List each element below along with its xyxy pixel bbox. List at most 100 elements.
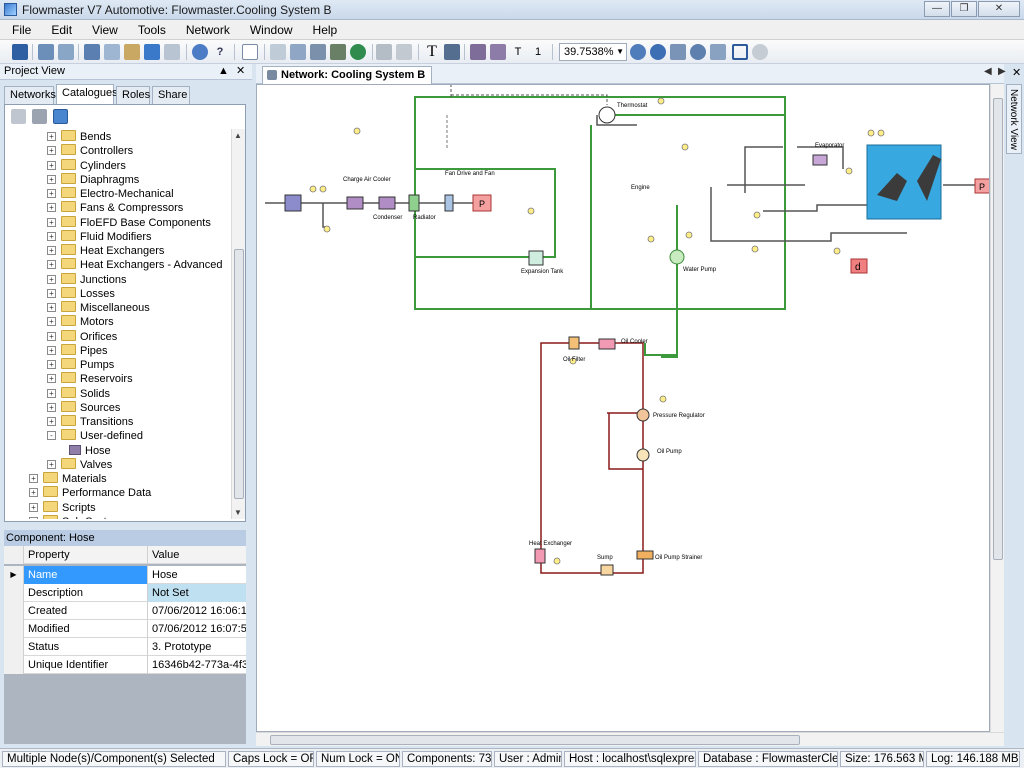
property-row[interactable]: ▶ Name Hose: [4, 566, 246, 584]
expand-icon[interactable]: +: [47, 303, 56, 312]
zoom-level-select[interactable]: 39.7538% ▼: [559, 43, 627, 61]
tree-item[interactable]: +Diaphragms: [47, 173, 139, 187]
undo-icon[interactable]: [144, 44, 160, 60]
property-value[interactable]: Not Set: [148, 584, 246, 602]
grid-icon[interactable]: [270, 44, 286, 60]
tree-item[interactable]: +Fans & Compressors: [47, 201, 183, 215]
collapse-icon[interactable]: -: [47, 431, 56, 440]
menu-file[interactable]: File: [0, 20, 39, 38]
ungroup-icon[interactable]: [396, 44, 412, 60]
canvas-vscroll-thumb[interactable]: [993, 98, 1003, 560]
zoom-window-icon[interactable]: [690, 44, 706, 60]
property-value[interactable]: 3. Prototype: [148, 638, 246, 656]
flag2-icon[interactable]: [490, 44, 506, 60]
network-canvas[interactable]: P P d: [256, 84, 990, 732]
tree-item[interactable]: +Heat Exchangers: [47, 244, 164, 258]
tree-item[interactable]: +Scripts: [29, 501, 96, 515]
text-tool-icon[interactable]: T: [424, 44, 440, 60]
expand-icon[interactable]: +: [47, 403, 56, 412]
menu-help[interactable]: Help: [301, 20, 346, 38]
menu-edit[interactable]: Edit: [39, 20, 80, 38]
expand-icon[interactable]: +: [47, 460, 56, 469]
tree-scroll-thumb[interactable]: [234, 249, 244, 499]
expand-icon[interactable]: +: [47, 246, 56, 255]
redo-icon[interactable]: [164, 44, 180, 60]
expand-icon[interactable]: +: [47, 317, 56, 326]
expand-icon[interactable]: +: [47, 232, 56, 241]
paste-icon[interactable]: [124, 44, 140, 60]
copy-icon[interactable]: [104, 44, 120, 60]
expand-icon[interactable]: +: [47, 189, 56, 198]
info-icon[interactable]: [53, 109, 68, 124]
close-window-button[interactable]: ✕: [978, 1, 1020, 17]
tab-scroll-left-icon[interactable]: ◀: [984, 66, 992, 77]
group-icon[interactable]: [376, 44, 392, 60]
align-icon[interactable]: [310, 44, 326, 60]
tree-item[interactable]: +Electro-Mechanical: [47, 187, 174, 201]
close-panel-icon[interactable]: ✕: [236, 64, 245, 79]
tree-tool-1-icon[interactable]: [11, 109, 26, 124]
property-row[interactable]: Status 3. Prototype: [4, 638, 246, 656]
expand-icon[interactable]: +: [47, 360, 56, 369]
scroll-up-icon[interactable]: ▲: [234, 131, 242, 140]
tree-item[interactable]: +Sub-Systems: [29, 515, 127, 519]
select-pointer-icon[interactable]: [242, 44, 258, 60]
restore-button[interactable]: ❐: [951, 1, 977, 17]
print-preview-icon[interactable]: [58, 44, 74, 60]
cut-icon[interactable]: [84, 44, 100, 60]
layout-icon[interactable]: [330, 44, 346, 60]
expand-icon[interactable]: +: [29, 474, 38, 483]
canvas-vertical-scrollbar[interactable]: [990, 84, 1004, 732]
tab-network-cooling-system-b[interactable]: Network: Cooling System B: [262, 66, 432, 84]
text-label-icon[interactable]: T: [510, 44, 526, 60]
tree-item[interactable]: +Valves: [47, 458, 112, 472]
tab-share[interactable]: Share: [152, 86, 190, 104]
tree-item[interactable]: +Miscellaneous: [47, 301, 150, 315]
minimize-button[interactable]: —: [924, 1, 950, 17]
property-row[interactable]: Description Not Set: [4, 584, 246, 602]
whats-this-icon[interactable]: ?: [212, 44, 228, 60]
tree-item[interactable]: +Pumps: [47, 358, 114, 372]
tree-item[interactable]: +Pipes: [47, 344, 108, 358]
expand-icon[interactable]: +: [47, 203, 56, 212]
tree-item[interactable]: +Heat Exchangers - Advanced: [47, 258, 222, 272]
zoom-fit-icon[interactable]: [670, 44, 686, 60]
expand-icon[interactable]: +: [47, 175, 56, 184]
refresh-icon[interactable]: [350, 44, 366, 60]
save-icon[interactable]: [12, 44, 28, 60]
property-value[interactable]: 07/06/2012 16:06:11: [148, 602, 246, 620]
tree-item[interactable]: +Cylinders: [47, 159, 126, 173]
expand-icon[interactable]: +: [47, 374, 56, 383]
tree-item[interactable]: +Orifices: [47, 330, 117, 344]
expand-icon[interactable]: +: [47, 332, 56, 341]
tree-scrollbar[interactable]: ▲ ▼: [231, 129, 245, 519]
tree-tool-2-icon[interactable]: [32, 109, 47, 124]
tree-item[interactable]: +Performance Data: [29, 486, 151, 500]
zoom-in-icon[interactable]: [650, 44, 666, 60]
pan-hand-icon[interactable]: [752, 44, 768, 60]
expand-icon[interactable]: +: [47, 275, 56, 284]
number-label-icon[interactable]: 1: [530, 44, 546, 60]
zoom-out-icon[interactable]: [630, 44, 646, 60]
property-value[interactable]: 07/06/2012 16:07:54: [148, 620, 246, 638]
menu-tools[interactable]: Tools: [126, 20, 174, 38]
canvas-hscroll-thumb[interactable]: [270, 735, 800, 745]
expand-icon[interactable]: +: [29, 488, 38, 497]
tab-networks[interactable]: Networks: [4, 86, 54, 104]
network-diagram[interactable]: P P d: [257, 85, 990, 732]
close-document-icon[interactable]: ✕: [1012, 66, 1021, 79]
expand-icon[interactable]: +: [47, 146, 56, 155]
help-icon[interactable]: [192, 44, 208, 60]
tree-item[interactable]: +Bends: [47, 130, 111, 144]
tree-item[interactable]: +Losses: [47, 287, 115, 301]
property-row[interactable]: Modified 07/06/2012 16:07:54: [4, 620, 246, 638]
tree-item[interactable]: +Junctions: [47, 273, 126, 287]
format-icon[interactable]: [444, 44, 460, 60]
menu-network[interactable]: Network: [174, 20, 238, 38]
tab-scroll-right-icon[interactable]: ▶: [998, 66, 1006, 77]
tree-item[interactable]: +Sources: [47, 401, 120, 415]
property-value[interactable]: 16346b42-773a-4f3f...: [148, 656, 246, 674]
tree-item[interactable]: +Transitions: [47, 415, 133, 429]
tab-catalogues[interactable]: Catalogues: [56, 84, 114, 105]
expand-icon[interactable]: +: [47, 161, 56, 170]
